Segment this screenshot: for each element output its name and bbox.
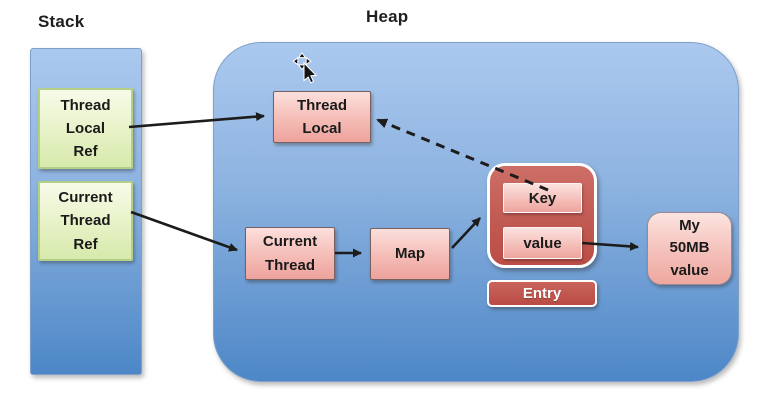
map-box: Map — [370, 228, 450, 280]
heap-section-label: Heap — [366, 7, 409, 26]
my-50mb-value-box: My 50MB value — [647, 212, 732, 285]
thread-local-ref-box: Thread Local Ref — [38, 88, 133, 169]
thread-local-box: Thread Local — [273, 91, 371, 143]
current-thread-ref-box: Current Thread Ref — [38, 181, 133, 261]
stack-section-label: Stack — [38, 12, 85, 31]
value-box: value — [503, 227, 582, 259]
current-thread-box: Current Thread — [245, 227, 335, 280]
key-box: Key — [503, 183, 582, 213]
entry-group-container: Key value — [487, 163, 597, 268]
entry-caption-badge: Entry — [487, 280, 597, 307]
